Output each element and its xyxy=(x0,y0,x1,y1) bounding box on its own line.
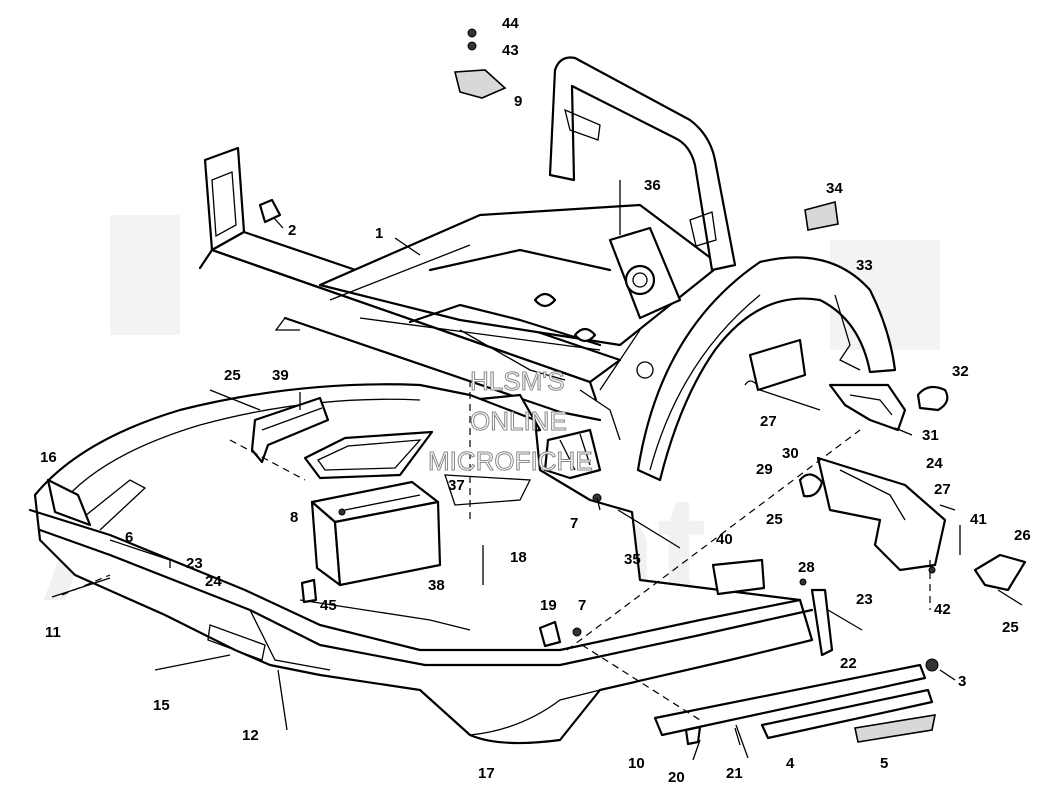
clip-26 xyxy=(973,553,1027,592)
callout: 7 xyxy=(570,515,578,532)
callout: 21 xyxy=(726,765,743,782)
callout: 3 xyxy=(958,673,966,690)
watermark-line-3: MICROFICHE xyxy=(428,446,593,476)
callout: 19 xyxy=(540,597,557,614)
callout: 2 xyxy=(288,222,296,239)
battery-pad-37 xyxy=(303,430,434,480)
leaders xyxy=(51,180,1023,761)
callout: 17 xyxy=(478,765,495,782)
callout: 22 xyxy=(840,655,857,672)
callout: 24 xyxy=(205,573,222,590)
callout: 39 xyxy=(272,367,289,384)
callout: 11 xyxy=(45,624,61,641)
callout: 31 xyxy=(922,427,939,444)
callout: 45 xyxy=(320,597,337,614)
callout-labels: 1 2 3 4 5 6 7 7 8 9 10 11 12 15 16 17 18… xyxy=(40,15,1031,786)
callout: 44 xyxy=(502,15,519,32)
hlsm-watermark: HLSM'S ONLINE MICROFICHE xyxy=(428,366,594,477)
battery-38 xyxy=(310,480,442,587)
callout: 29 xyxy=(756,461,773,478)
rear-fender xyxy=(636,256,897,482)
assembly-lines xyxy=(61,380,931,721)
callout: 5 xyxy=(880,755,888,772)
callout: 43 xyxy=(502,42,519,59)
right-side-panel xyxy=(798,456,947,572)
callout: 40 xyxy=(716,531,733,548)
callout: 12 xyxy=(242,727,259,744)
callout: 38 xyxy=(428,577,445,594)
callout: 41 xyxy=(970,511,987,528)
callout: 25 xyxy=(224,367,241,384)
callout: 8 xyxy=(290,509,298,526)
watermark-line-2: ONLINE xyxy=(470,406,567,436)
callout: 15 xyxy=(153,697,170,714)
callout: 27 xyxy=(760,413,777,430)
callout: 4 xyxy=(786,755,795,772)
callout: 23 xyxy=(856,591,873,608)
callout: 28 xyxy=(798,559,815,576)
callout: 33 xyxy=(856,257,873,274)
watermark-line-1: HLSM'S xyxy=(470,366,565,396)
callout: 23 xyxy=(186,555,203,572)
callout: 30 xyxy=(782,445,799,462)
fender-bracket-31 xyxy=(828,383,907,432)
callout: 26 xyxy=(1014,527,1031,544)
callout: 32 xyxy=(952,363,969,380)
running-rails xyxy=(653,663,937,746)
callout: 10 xyxy=(628,755,645,772)
callout: 25 xyxy=(1002,619,1019,636)
callout: 25 xyxy=(766,511,783,528)
callout: 18 xyxy=(510,549,527,566)
callout: 34 xyxy=(826,180,843,197)
callout: 6 xyxy=(125,529,133,546)
callout: 37 xyxy=(448,477,465,494)
callout: 27 xyxy=(934,481,951,498)
battery-mount-39 xyxy=(250,396,330,464)
callout: 9 xyxy=(514,93,522,110)
small-parts xyxy=(258,28,939,672)
callout: 24 xyxy=(926,455,943,472)
callout: 7 xyxy=(578,597,586,614)
callout: 35 xyxy=(624,551,641,568)
callout: 16 xyxy=(40,449,57,466)
callout: 1 xyxy=(375,225,383,242)
callout: 20 xyxy=(668,769,685,786)
callout: 42 xyxy=(934,601,951,618)
tow-handle-32 xyxy=(916,385,949,412)
callout: 36 xyxy=(644,177,661,194)
